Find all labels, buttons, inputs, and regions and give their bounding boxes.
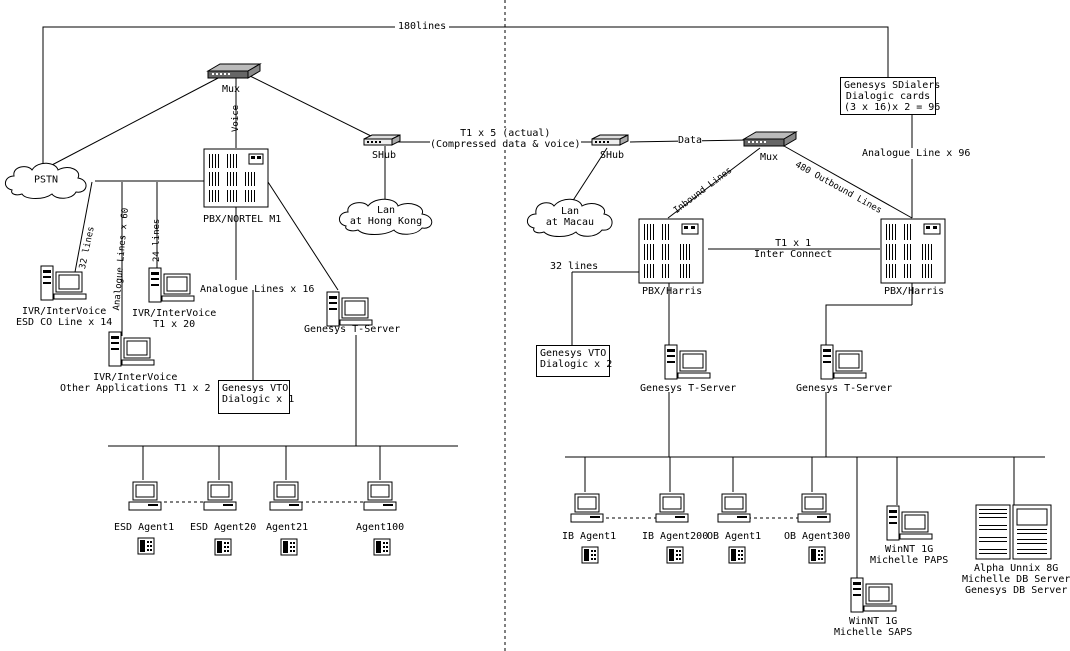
ivr-esd-computer — [40, 264, 88, 302]
agent-ob1-workstation — [717, 492, 751, 532]
phone-ob300-icon — [808, 546, 826, 564]
t1-link-label: T1 x 5 (actual) (Compressed data & voice… — [430, 128, 581, 150]
ivr-esd-label: IVR/InterVoice ESD CO Line x 14 — [16, 306, 113, 328]
t1-interconnect-label: T1 x 1 Inter Connect — [754, 238, 833, 260]
phone-esd20-icon — [214, 538, 232, 556]
tserver-mid-computer — [664, 343, 712, 381]
pbx-harris-right-device — [880, 218, 946, 284]
vto-right-box: Genesys VTO Dialogic x 2 — [536, 345, 612, 377]
pbx-nortel-device — [203, 148, 269, 208]
lines-24-label: 24 lines — [152, 218, 162, 262]
tserver-left-computer — [326, 290, 374, 328]
ivr-t1-computer — [148, 266, 196, 304]
lan-macau-cloud: Lan at Macau — [524, 196, 616, 238]
mux-device-right — [742, 130, 798, 148]
agent-ib200-label: IB Agent200 — [642, 531, 709, 542]
agent-esd20-workstation — [203, 480, 237, 520]
ivr-t1-label: IVR/InterVoice T1 x 20 — [132, 308, 217, 330]
winnt-paps-server — [886, 504, 934, 542]
pbx-harris-left-device — [638, 218, 704, 284]
agent-ob300-workstation — [797, 492, 831, 532]
agent-ib200-workstation — [655, 492, 689, 532]
winnt-saps-server — [850, 576, 898, 614]
phone-agent100-icon — [373, 538, 391, 556]
agent-esd20-label: ESD Agent20 — [190, 522, 257, 533]
mux-device-left — [206, 62, 262, 80]
data-label: Data — [678, 135, 703, 146]
agent-esd1-workstation — [128, 480, 162, 520]
agent-ib1-label: IB Agent1 — [562, 531, 617, 542]
top-link-label: 180lines — [395, 21, 450, 32]
tserver-right-computer — [820, 343, 868, 381]
lan-macau-label: Lan at Macau — [545, 206, 595, 228]
agent21-label: Agent21 — [266, 522, 309, 533]
agent-ib1-workstation — [570, 492, 604, 532]
winnt-paps-label: WinNT 1G Michelle PAPS — [870, 544, 949, 566]
pstn-cloud: PSTN — [2, 160, 90, 200]
vto-left-box: Genesys VTO Dialogic x 1 — [218, 380, 294, 414]
alpha-server-label: Alpha Unnix 8G Michelle DB Server Genesy… — [962, 563, 1070, 596]
agent-ob300-label: OB Agent300 — [784, 531, 851, 542]
alpha-db-server — [975, 503, 1055, 561]
pbx-nortel-label: PBX/NORTEL M1 — [203, 214, 282, 225]
analogue-96-label: Analogue Line x 96 — [862, 148, 971, 159]
phone-ib200-icon — [666, 546, 684, 564]
lan-hong-kong-cloud: Lan at Hong Kong — [336, 196, 436, 236]
voice-label: Voice — [231, 104, 241, 132]
winnt-saps-label: WinNT 1G Michelle SAPS — [834, 616, 913, 638]
pbx-harris-right-label: PBX/Harris — [884, 286, 945, 297]
mux-left-label: Mux — [222, 84, 241, 95]
tserver-mid-label: Genesys T-Server — [640, 383, 737, 394]
shub-right-label: SHub — [600, 150, 625, 161]
shub-device-left — [362, 133, 402, 147]
phone-agent21-icon — [280, 538, 298, 556]
ivr-other-label: IVR/InterVoice Other Applications T1 x 2 — [60, 372, 211, 394]
agent100-workstation — [363, 480, 397, 520]
phone-ob1-icon — [728, 546, 746, 564]
lan-hk-label: Lan at Hong Kong — [349, 205, 423, 227]
phone-esd1-icon — [137, 537, 155, 555]
pbx-harris-left-label: PBX/Harris — [642, 286, 703, 297]
tserver-right-label: Genesys T-Server — [796, 383, 893, 394]
analogue-16-label: Analogue Lines x 16 — [200, 284, 315, 295]
sdialers-box: Genesys SDialers Dialogic cards (3 x 16)… — [840, 77, 940, 115]
agent21-workstation — [269, 480, 303, 520]
shub-device-right — [590, 133, 630, 147]
lines-32-right-label: 32 lines — [550, 261, 599, 272]
mux-right-label: Mux — [760, 152, 779, 163]
pstn-label: PSTN — [33, 174, 59, 186]
agent-ob1-label: OB Agent1 — [707, 531, 762, 542]
tserver-left-label: Genesys T-Server — [304, 324, 401, 335]
shub-left-label: SHub — [372, 150, 397, 161]
agent100-label: Agent100 — [356, 522, 405, 533]
phone-ib1-icon — [581, 546, 599, 564]
ivr-other-computer — [108, 330, 156, 368]
agent-esd1-label: ESD Agent1 — [114, 522, 175, 533]
